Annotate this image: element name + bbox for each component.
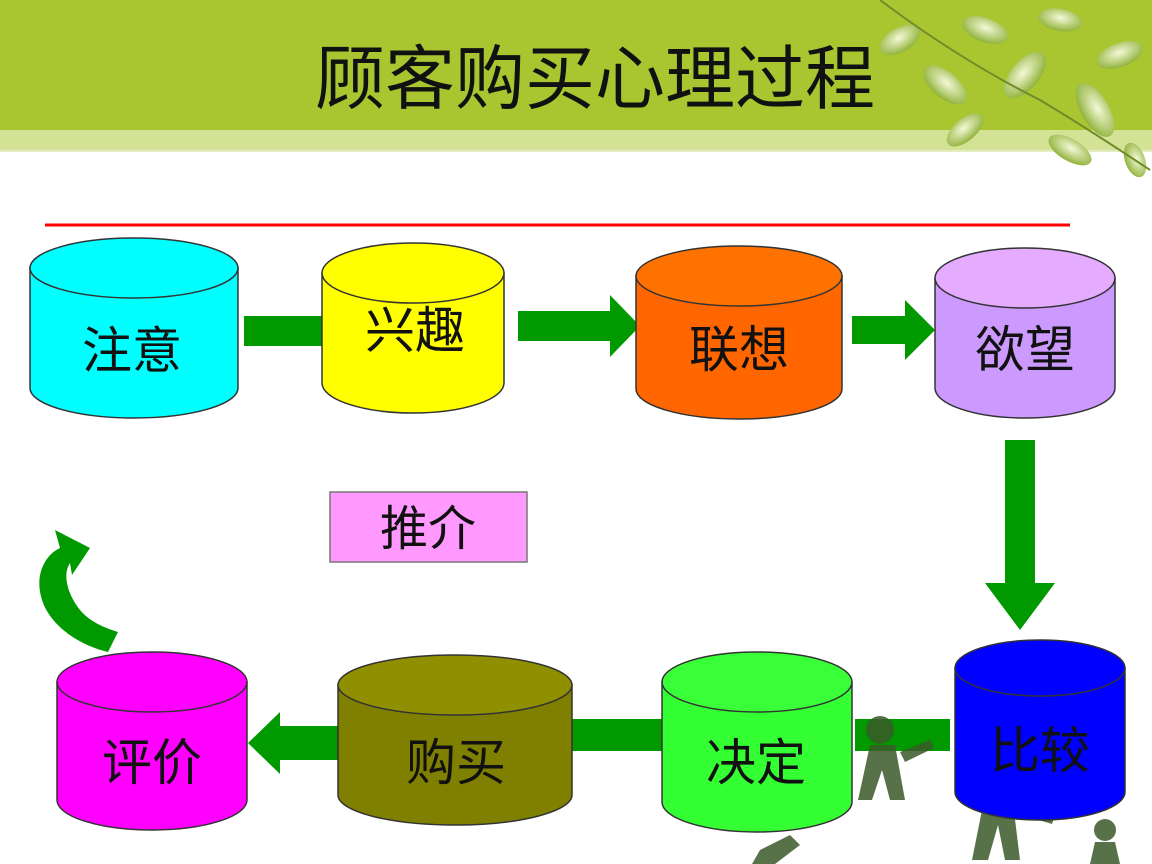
cylinder-attention: 注意: [29, 237, 239, 419]
recommend-box: [329, 491, 528, 563]
arrow-decision-purchase: [572, 719, 664, 751]
arrow-purchase-evaluation: [248, 712, 340, 774]
stage-label: 兴趣: [365, 302, 465, 360]
recommend-label: 推介: [380, 501, 476, 557]
cylinder-top: [954, 639, 1126, 697]
arrow-desire-comparison: [985, 440, 1055, 630]
cylinder-association: 联想: [635, 245, 843, 420]
stage-label: 比较: [990, 722, 1090, 780]
cylinder-comparison: 比较: [954, 639, 1126, 821]
cylinder-body: [934, 277, 1116, 419]
loop-arrow: [39, 530, 119, 652]
stage-label: 评价: [102, 734, 202, 792]
stage-label: 联想: [689, 321, 789, 379]
cylinder-body: [56, 681, 248, 831]
stage-label: 购买: [406, 734, 506, 792]
cylinder-decision: 决定: [661, 651, 853, 833]
cylinder-top: [337, 654, 573, 716]
cylinder-evaluation: 评价: [56, 651, 248, 831]
flow-arrows: [39, 295, 1055, 774]
cylinder-body: [337, 684, 573, 826]
stage-label: 决定: [706, 734, 806, 792]
cylinder-purchase: 购买: [337, 654, 573, 826]
cylinder-top: [934, 247, 1116, 309]
cylinder-body: [321, 272, 505, 414]
stage-label: 注意: [82, 322, 182, 380]
stage-label: 欲望: [975, 321, 1075, 379]
arrow-interest-association: [518, 295, 640, 357]
arrow-association-desire: [852, 300, 935, 360]
cylinder-body: [661, 681, 853, 833]
cylinder-top: [661, 651, 853, 713]
cylinder-top: [56, 651, 248, 713]
title-band-fade: [0, 130, 1152, 152]
cylinder-body: [635, 275, 843, 420]
leaves-decoration: [879, 0, 1151, 178]
cylinder-top: [321, 242, 505, 304]
cylinder-top: [635, 245, 843, 307]
arrow-attention-interest: [244, 316, 324, 346]
cylinder-body: [954, 667, 1126, 821]
cylinder-desire: 欲望: [934, 247, 1116, 419]
page-title: 顾客购买心理过程: [315, 38, 875, 120]
cylinder-interest: 兴趣: [321, 242, 505, 414]
cylinder-body: [29, 267, 239, 419]
cylinder-top: [29, 237, 239, 299]
